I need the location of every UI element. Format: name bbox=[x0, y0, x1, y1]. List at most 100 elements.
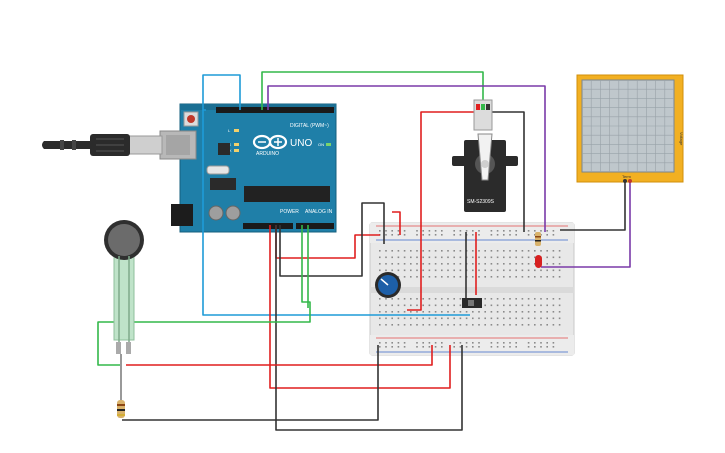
breadboard-hole[interactable] bbox=[472, 269, 474, 272]
breadboard-hole[interactable] bbox=[434, 230, 437, 232]
multimeter[interactable]: Voltage Term bbox=[576, 74, 684, 183]
breadboard-hole[interactable] bbox=[496, 342, 499, 344]
breadboard-hole[interactable] bbox=[546, 250, 548, 252]
breadboard-hole[interactable] bbox=[434, 234, 437, 236]
wire-red-fsr[interactable] bbox=[126, 345, 433, 366]
breadboard-hole[interactable] bbox=[416, 342, 418, 344]
breadboard-hole[interactable] bbox=[385, 346, 387, 348]
breadboard-hole[interactable] bbox=[403, 269, 406, 272]
breadboard-hole[interactable] bbox=[422, 298, 424, 300]
breadboard-hole[interactable] bbox=[441, 263, 443, 265]
breadboard-hole[interactable] bbox=[534, 250, 536, 252]
breadboard-hole[interactable] bbox=[540, 346, 542, 348]
breadboard-hole[interactable] bbox=[447, 317, 449, 320]
wire-green-sensor[interactable] bbox=[97, 225, 311, 366]
breadboard-hole[interactable] bbox=[453, 250, 455, 252]
breadboard-hole[interactable] bbox=[397, 342, 400, 344]
breadboard-hole[interactable] bbox=[441, 304, 443, 307]
breadboard-hole[interactable] bbox=[472, 324, 474, 326]
breadboard-hole[interactable] bbox=[534, 234, 536, 236]
breadboard-hole[interactable] bbox=[434, 276, 437, 278]
breadboard-hole[interactable] bbox=[478, 250, 480, 252]
breadboard-hole[interactable] bbox=[509, 324, 511, 326]
breadboard-hole[interactable] bbox=[503, 298, 505, 300]
breadboard-hole[interactable] bbox=[422, 230, 424, 232]
breadboard-hole[interactable] bbox=[490, 269, 493, 272]
breadboard-hole[interactable] bbox=[546, 317, 548, 320]
breadboard-hole[interactable] bbox=[503, 256, 505, 259]
breadboard-hole[interactable] bbox=[385, 324, 387, 326]
breadboard-hole[interactable] bbox=[465, 324, 468, 326]
breadboard-hole[interactable] bbox=[428, 346, 431, 348]
breadboard-hole[interactable] bbox=[490, 230, 493, 232]
breadboard-hole[interactable] bbox=[453, 230, 455, 232]
breadboard-hole[interactable] bbox=[422, 276, 424, 278]
breadboard-hole[interactable] bbox=[521, 250, 524, 252]
breadboard-hole[interactable] bbox=[496, 263, 499, 265]
breadboard-hole[interactable] bbox=[484, 250, 486, 252]
breadboard-hole[interactable] bbox=[391, 269, 393, 272]
breadboard-hole[interactable] bbox=[552, 230, 555, 232]
breadboard-hole[interactable] bbox=[546, 269, 548, 272]
breadboard-hole[interactable] bbox=[503, 346, 505, 348]
breadboard-hole[interactable] bbox=[552, 256, 555, 259]
breadboard-hole[interactable] bbox=[490, 317, 493, 320]
breadboard-hole[interactable] bbox=[540, 230, 542, 232]
breadboard-hole[interactable] bbox=[552, 317, 555, 320]
breadboard-hole[interactable] bbox=[478, 311, 480, 313]
breadboard-hole[interactable] bbox=[546, 263, 548, 265]
breadboard-hole[interactable] bbox=[379, 269, 381, 272]
breadboard-hole[interactable] bbox=[385, 298, 387, 300]
breadboard-hole[interactable] bbox=[459, 342, 462, 344]
breadboard-hole[interactable] bbox=[397, 230, 400, 232]
breadboard-hole[interactable] bbox=[403, 304, 406, 307]
breadboard-hole[interactable] bbox=[428, 304, 431, 307]
breadboard-hole[interactable] bbox=[391, 234, 393, 236]
breadboard-hole[interactable] bbox=[496, 230, 499, 232]
led-resistor[interactable] bbox=[535, 232, 541, 246]
breadboard-hole[interactable] bbox=[472, 234, 474, 236]
breadboard-hole[interactable] bbox=[509, 276, 511, 278]
breadboard-hole[interactable] bbox=[503, 317, 505, 320]
breadboard-hole[interactable] bbox=[509, 346, 511, 348]
breadboard-hole[interactable] bbox=[534, 324, 536, 326]
breadboard-hole[interactable] bbox=[416, 250, 418, 252]
breadboard-hole[interactable] bbox=[496, 269, 499, 272]
breadboard-hole[interactable] bbox=[546, 230, 548, 232]
breadboard-hole[interactable] bbox=[484, 311, 486, 313]
breadboard-hole[interactable] bbox=[558, 269, 561, 272]
breadboard-hole[interactable] bbox=[527, 346, 530, 348]
breadboard-hole[interactable] bbox=[558, 250, 561, 252]
breadboard-hole[interactable] bbox=[397, 346, 400, 348]
breadboard-hole[interactable] bbox=[558, 304, 561, 307]
breadboard-hole[interactable] bbox=[391, 230, 393, 232]
wire-black-multimeter[interactable] bbox=[560, 182, 626, 231]
breadboard-hole[interactable] bbox=[546, 256, 548, 259]
breadboard-hole[interactable] bbox=[379, 346, 381, 348]
breadboard-hole[interactable] bbox=[391, 342, 393, 344]
breadboard-hole[interactable] bbox=[416, 256, 418, 259]
breadboard-hole[interactable] bbox=[391, 250, 393, 252]
breadboard-hole[interactable] bbox=[385, 263, 387, 265]
breadboard-hole[interactable] bbox=[453, 304, 455, 307]
breadboard-hole[interactable] bbox=[410, 298, 412, 300]
breadboard-hole[interactable] bbox=[397, 298, 400, 300]
breadboard-hole[interactable] bbox=[379, 324, 381, 326]
breadboard-hole[interactable] bbox=[434, 324, 437, 326]
breadboard-hole[interactable] bbox=[484, 256, 486, 259]
breadboard-hole[interactable] bbox=[552, 304, 555, 307]
breadboard-hole[interactable] bbox=[496, 234, 499, 236]
breadboard-hole[interactable] bbox=[422, 263, 424, 265]
breadboard-hole[interactable] bbox=[416, 263, 418, 265]
usb-cable[interactable] bbox=[42, 134, 163, 156]
breadboard-hole[interactable] bbox=[391, 304, 393, 307]
breadboard-hole[interactable] bbox=[403, 311, 406, 313]
breadboard-hole[interactable] bbox=[515, 263, 517, 265]
breadboard-hole[interactable] bbox=[434, 304, 437, 307]
breadboard-hole[interactable] bbox=[540, 317, 542, 320]
breadboard-hole[interactable] bbox=[459, 298, 462, 300]
breadboard-hole[interactable] bbox=[552, 298, 555, 300]
breadboard-hole[interactable] bbox=[490, 324, 493, 326]
breadboard-hole[interactable] bbox=[552, 311, 555, 313]
breadboard-hole[interactable] bbox=[490, 342, 493, 344]
